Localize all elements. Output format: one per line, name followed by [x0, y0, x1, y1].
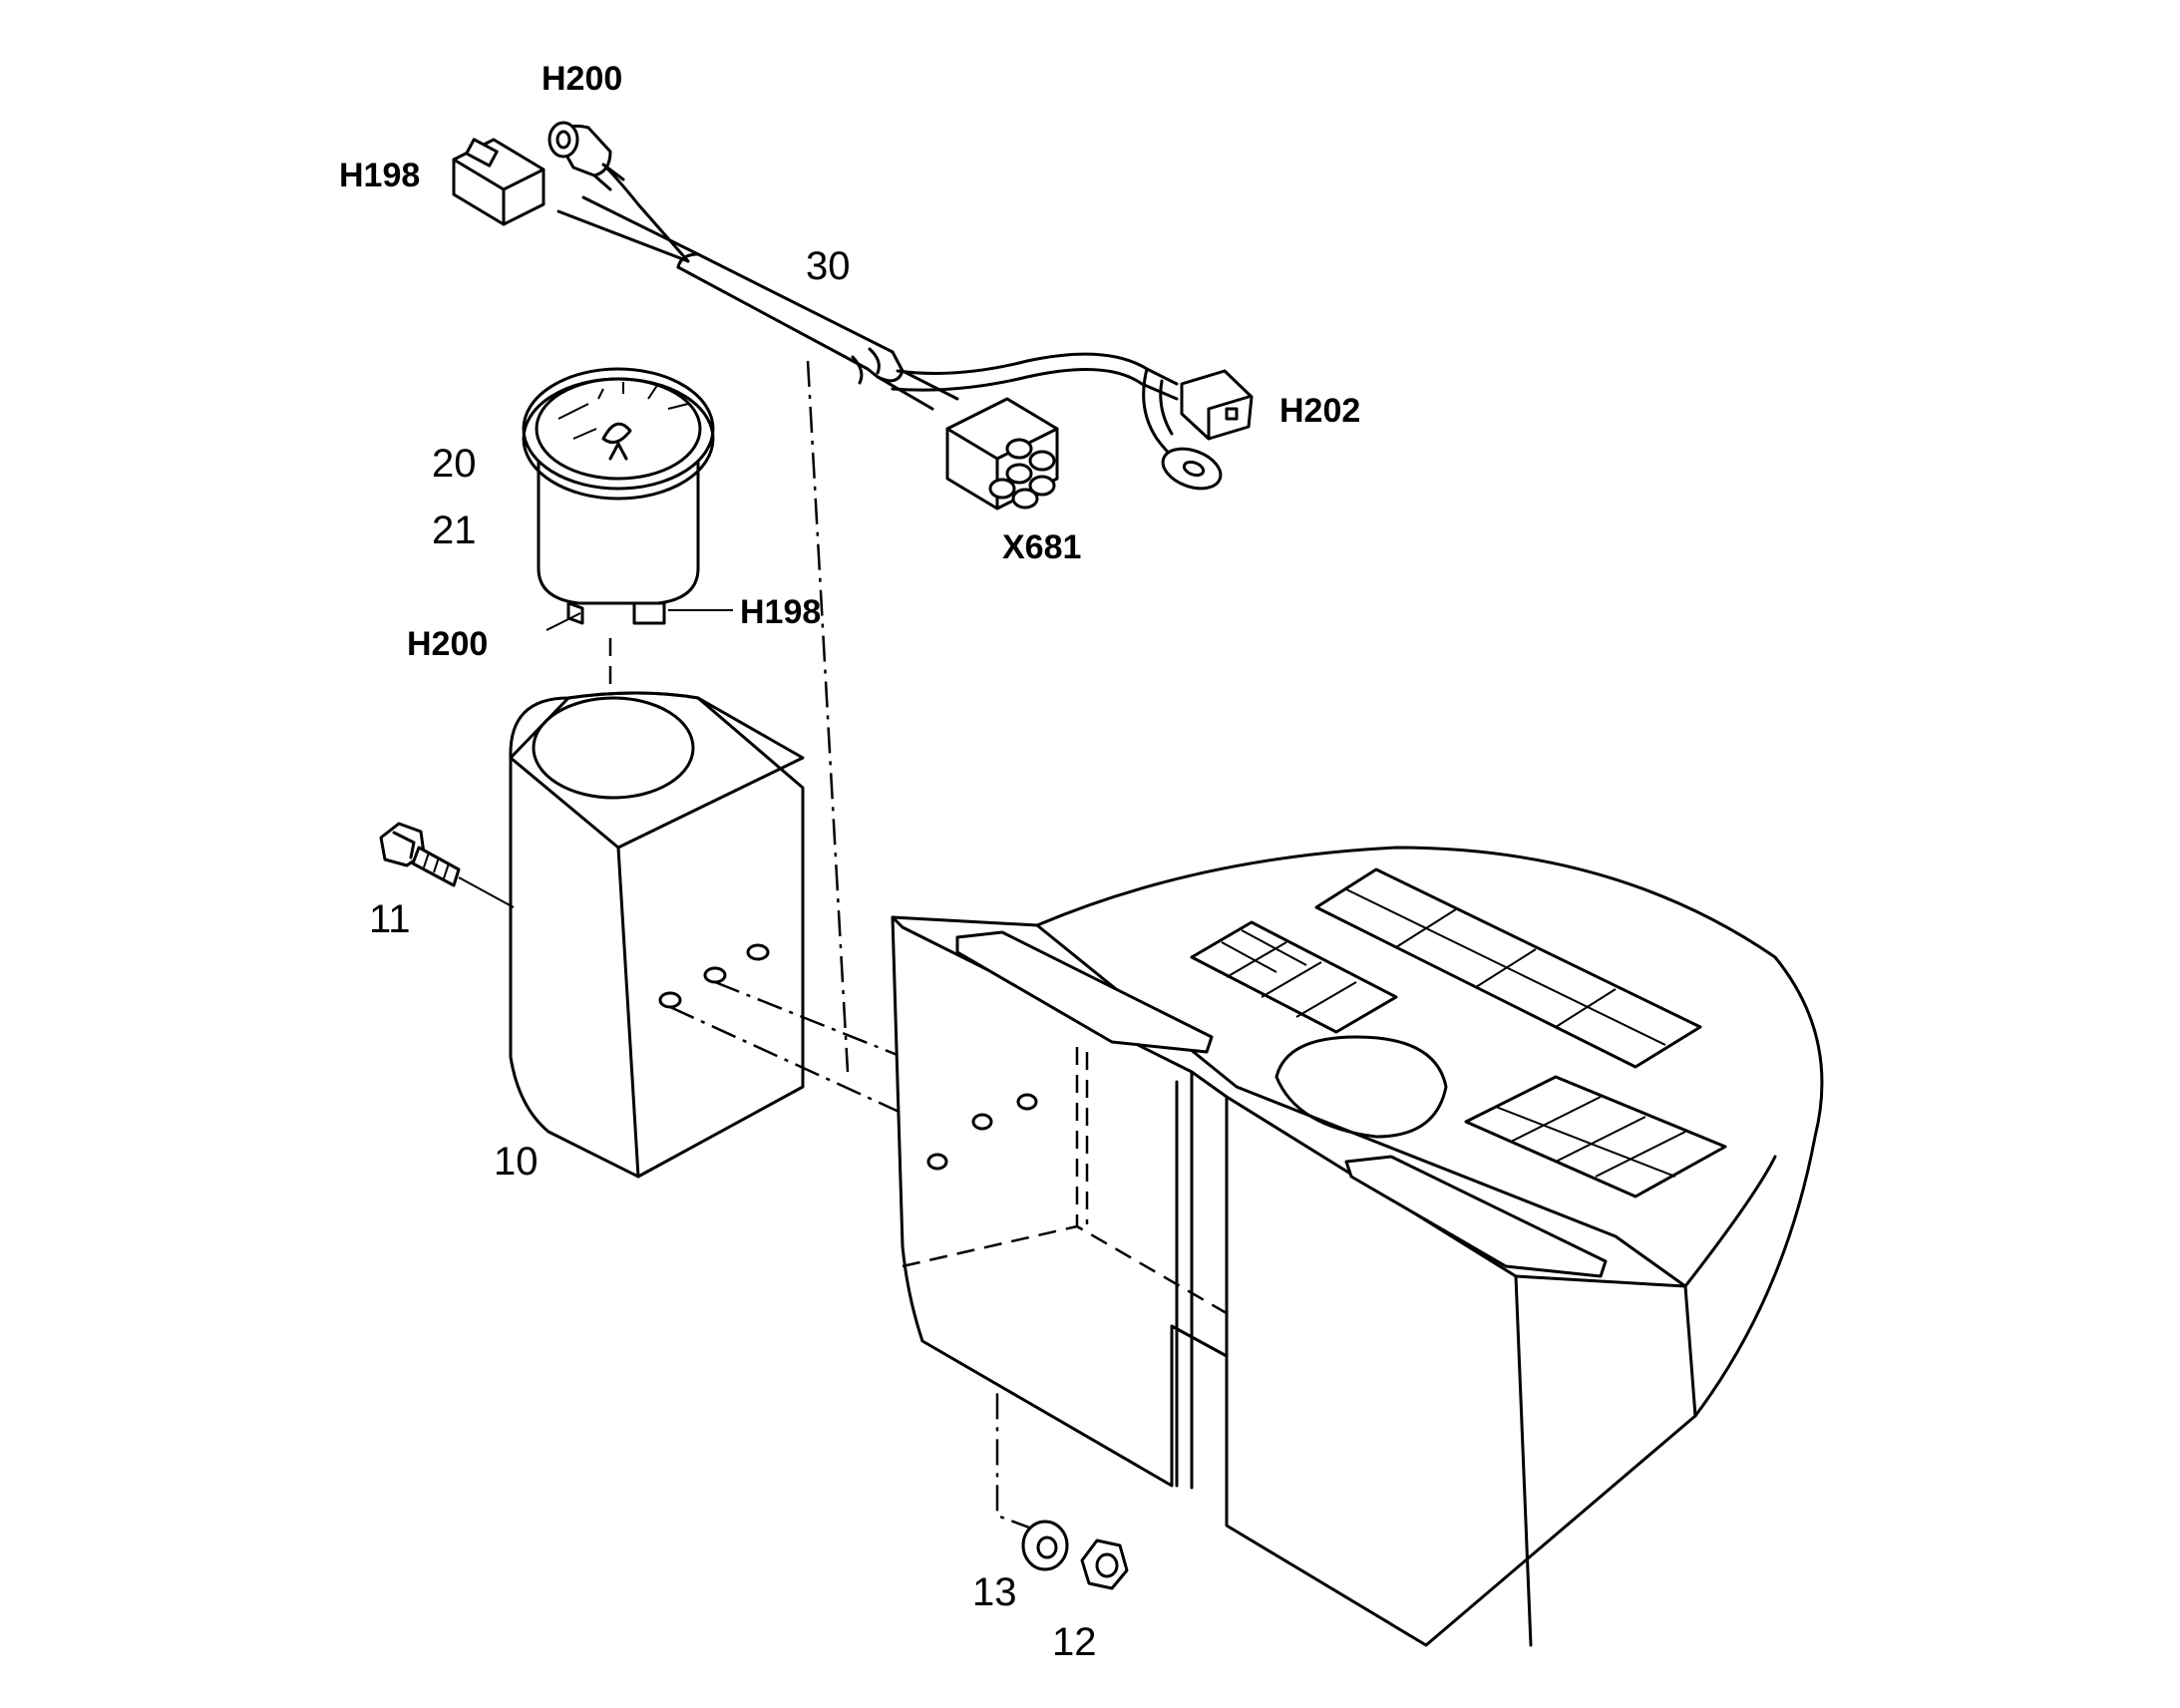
tile-grid-left: [1190, 920, 1398, 1034]
x681-pins: [988, 438, 1056, 510]
callout-13: 13: [972, 1570, 1017, 1614]
connector-h198-top: H198: [339, 157, 420, 194]
callout-labels: 10 11 12 13 20 21 30: [369, 244, 1097, 1664]
connector-h200-top: H200: [542, 60, 622, 98]
callout-11: 11: [369, 897, 411, 941]
tile-grid-right: [1314, 867, 1702, 1069]
mounting-body: [891, 846, 1824, 1647]
callout-30: 30: [806, 244, 851, 288]
callout-10: 10: [494, 1140, 539, 1184]
washer-and-nut: [1021, 1520, 1129, 1590]
gauge: [522, 367, 733, 798]
callout-12: 12: [1052, 1620, 1097, 1664]
callout-21: 21: [432, 509, 477, 552]
connector-labels: H200 H198 H202 X681 H200 H198: [339, 60, 1360, 663]
connector-x681: X681: [1002, 528, 1081, 566]
callout-20: 20: [432, 442, 477, 486]
connector-h202: H202: [1279, 392, 1360, 430]
connector-h200-gauge: H200: [407, 625, 488, 663]
bolt: [379, 822, 515, 908]
tile-grid-lower: [1464, 1075, 1727, 1198]
wiring-harness: [452, 121, 1254, 1073]
connector-h198-gauge: H198: [740, 593, 821, 631]
